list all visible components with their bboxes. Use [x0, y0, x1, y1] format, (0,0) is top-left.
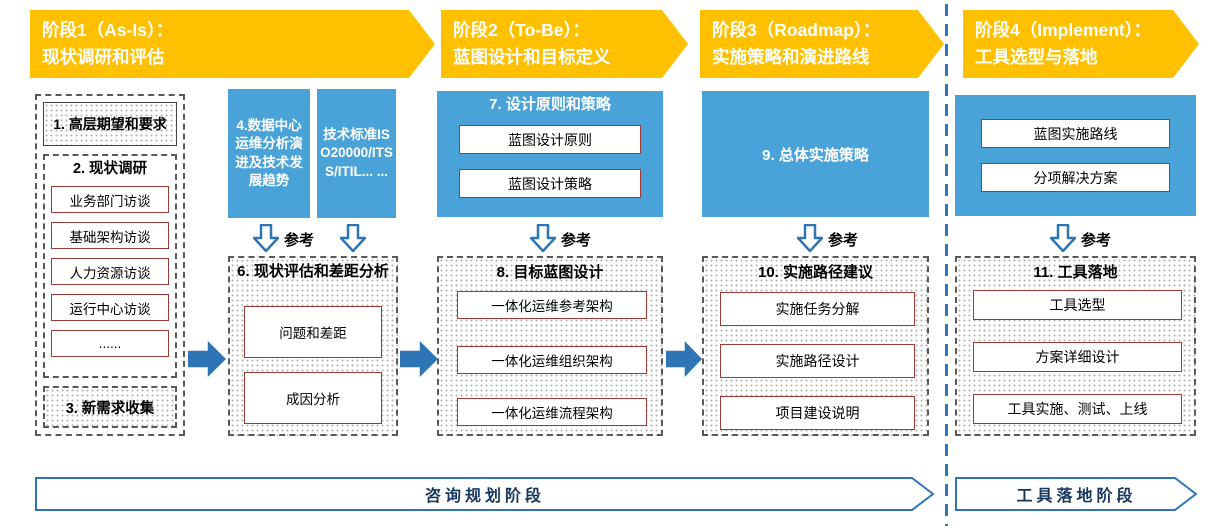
principle-item-design-strategy: 蓝图设计策略 [459, 169, 641, 198]
survey-title: 2. 现状调研 [72, 161, 148, 177]
survey-item-hr: 人力资源访谈 [51, 258, 169, 285]
reference-down-arrow-icon [796, 223, 824, 257]
as-is-outer-box [35, 94, 185, 436]
reference-label-col3: 参考 [561, 232, 592, 249]
reference-down-arrow-icon [1049, 223, 1077, 257]
tool-item-selection: 工具选型 [973, 290, 1182, 320]
path-item-label: 实施任务分解 [775, 301, 860, 317]
flow-arrow-right-1 [188, 341, 226, 377]
new-requirements-box: 3. 新需求收集 [43, 386, 177, 428]
path-item-label: 项目建设说明 [775, 405, 860, 421]
implement-item-solution: 分项解决方案 [981, 163, 1170, 192]
design-principles-title: 7. 设计原则和策略 [489, 96, 611, 113]
implement-item-label: 分项解决方案 [1033, 169, 1118, 186]
phase-1-title-line2: 现状调研和评估 [42, 47, 165, 67]
tech-standard-label: 技术标准ISO20000/ITSS/ITIL... ... [320, 127, 393, 179]
blueprint-item-reference-arch: 一体化运维参考架构 [457, 291, 647, 319]
phase-3-title-line1: 阶段3（Roadmap）： [712, 19, 881, 40]
consulting-phase-arrow-shape [35, 477, 935, 511]
gap-analysis-box: 6. 现状评估和差距分析 问题和差距 成因分析 [228, 256, 398, 436]
survey-box: 2. 现状调研 业务部门访谈 基础架构访谈 人力资源访谈 运行中心访谈 ....… [43, 154, 177, 378]
gap-analysis-title: 6. 现状评估和差距分析 [237, 263, 389, 280]
tool-item-label: 工具选型 [1049, 297, 1106, 313]
blueprint-item-org-arch: 一体化运维组织架构 [457, 346, 647, 374]
survey-item-operations-center: 运行中心访谈 [51, 294, 169, 321]
path-item-path-design: 实施路径设计 [720, 344, 915, 378]
tool-landing-box: 11. 工具落地 工具选型 方案详细设计 工具实施、测试、上线 [955, 256, 1196, 436]
phase-4-title-line1: 阶段4（Implement）： [975, 19, 1151, 40]
phase-2-title-line1: 阶段2（To-Be）： [453, 19, 590, 40]
reference-label-col2: 参考 [284, 232, 315, 249]
blueprint-design-title: 8. 目标蓝图设计 [496, 264, 604, 281]
survey-item-label: 业务部门访谈 [69, 193, 151, 209]
survey-item-business: 业务部门访谈 [51, 186, 169, 213]
implementation-path-box: 10. 实施路径建议 实施任务分解 实施路径设计 项目建设说明 [702, 256, 929, 436]
phase-2-title-line2: 蓝图设计和目标定义 [453, 47, 611, 67]
tool-item-implementation-test: 工具实施、测试、上线 [973, 394, 1182, 424]
phase-header-2: 阶段2（To-Be）： 蓝图设计和目标定义 [441, 10, 688, 78]
gap-item-label: 成因分析 [286, 392, 340, 407]
implementation-path-title: 10. 实施路径建议 [757, 264, 874, 281]
phase-header-1: 阶段1（As-Is）： 现状调研和评估 [30, 10, 435, 78]
implement-item-label: 蓝图实施路线 [1033, 125, 1118, 142]
blueprint-design-box: 8. 目标蓝图设计 一体化运维参考架构 一体化运维组织架构 一体化运维流程架构 [437, 256, 663, 436]
survey-item-label: 基础架构访谈 [69, 229, 151, 245]
survey-item-label: 运行中心访谈 [69, 301, 151, 317]
principle-item-label: 蓝图设计策略 [508, 175, 592, 192]
phase-separator-line [945, 4, 948, 526]
survey-item-infrastructure: 基础架构访谈 [51, 222, 169, 249]
tool-item-label: 工具实施、测试、上线 [1007, 401, 1148, 417]
tool-landing-title: 11. 工具落地 [1033, 264, 1118, 281]
phase-1-title-line1: 阶段1（As-Is）： [42, 19, 174, 40]
implement-item-blueprint-route: 蓝图实施路线 [981, 119, 1170, 148]
gap-item-label: 问题和差距 [279, 326, 347, 341]
phase-4-title-line2: 工具选型与落地 [975, 47, 1098, 67]
reference-down-arrow-icon [529, 223, 557, 257]
implementation-strategy-box: 9. 总体实施策略 [702, 91, 929, 217]
blueprint-item-label: 一体化运维流程架构 [491, 406, 613, 421]
tool-item-label: 方案详细设计 [1035, 349, 1120, 365]
principle-item-label: 蓝图设计原则 [508, 131, 592, 148]
survey-item-label: 人力资源访谈 [69, 265, 151, 281]
path-item-label: 实施路径设计 [775, 353, 860, 369]
survey-item-ellipsis: ...... [51, 330, 169, 357]
path-item-task-breakdown: 实施任务分解 [720, 292, 915, 326]
tech-standard-box: 技术标准ISO20000/ITSS/ITIL... ... [317, 89, 396, 218]
consulting-phase-arrow: 咨询规划阶段 [35, 477, 935, 511]
design-principles-box: 7. 设计原则和策略 蓝图设计原则 蓝图设计策略 [437, 91, 663, 217]
gap-item-problems: 问题和差距 [244, 306, 382, 358]
tool-phase-arrow-shape [955, 477, 1198, 511]
implementation-strategy-label: 9. 总体实施策略 [762, 146, 869, 164]
tool-item-detailed-design: 方案详细设计 [973, 342, 1182, 372]
reference-label-col5: 参考 [1081, 232, 1112, 249]
tool-phase-label: 工具落地阶段 [1016, 488, 1137, 505]
consulting-phase-label: 咨询规划阶段 [424, 488, 545, 505]
blueprint-item-process-arch: 一体化运维流程架构 [457, 398, 647, 426]
path-item-project-description: 项目建设说明 [720, 396, 915, 430]
survey-item-label: ...... [98, 336, 122, 351]
phase-3-title-line2: 实施策略和演进路线 [712, 47, 870, 67]
trend-analysis-label: 4.数据中心运维分析演进及技术发展趋势 [235, 118, 303, 188]
flow-arrow-right-2 [400, 341, 438, 377]
expectations-label: 1. 高层期望和要求 [53, 116, 167, 132]
tool-phase-arrow: 工具落地阶段 [955, 477, 1198, 511]
reference-label-col4: 参考 [828, 232, 859, 249]
new-requirements-label: 3. 新需求收集 [65, 400, 155, 417]
phase-header-3: 阶段3（Roadmap）： 实施策略和演进路线 [700, 10, 944, 78]
reference-down-arrow-icon [339, 223, 367, 257]
blueprint-item-label: 一体化运维参考架构 [491, 299, 613, 314]
flow-arrow-right-3 [666, 341, 702, 377]
phase-header-4: 阶段4（Implement）： 工具选型与落地 [963, 10, 1199, 78]
blueprint-item-label: 一体化运维组织架构 [491, 354, 613, 369]
implement-overview-box: 蓝图实施路线 分项解决方案 [955, 95, 1196, 216]
expectations-box: 1. 高层期望和要求 [43, 102, 177, 146]
gap-item-root-cause: 成因分析 [244, 372, 382, 424]
reference-down-arrow-icon [252, 223, 280, 257]
principle-item-design-principles: 蓝图设计原则 [459, 125, 641, 154]
trend-analysis-box: 4.数据中心运维分析演进及技术发展趋势 [228, 89, 310, 218]
